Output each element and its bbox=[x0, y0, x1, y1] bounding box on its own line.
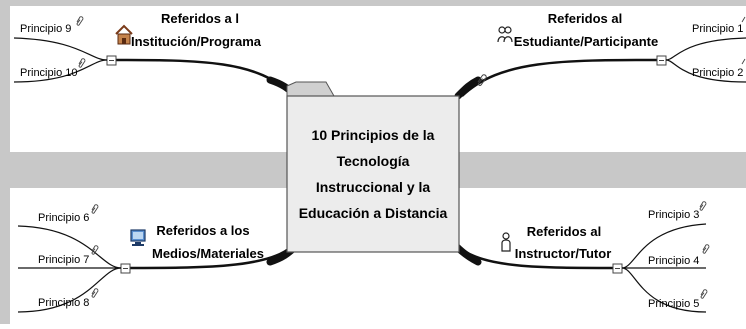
branch-estudiante-line-1: Referidos al bbox=[548, 11, 622, 26]
topic-principio-8[interactable]: Principio 8 bbox=[38, 288, 99, 309]
topic-line-principio-5 bbox=[621, 267, 707, 313]
attachment-icon bbox=[741, 16, 746, 23]
person-icon bbox=[501, 232, 511, 252]
central-line-3: Instruccional y la bbox=[316, 179, 431, 195]
topic-principio-1[interactable]: Principio 1 bbox=[692, 16, 746, 35]
attachment-icon bbox=[702, 244, 710, 254]
topic-principio-9-label: Principio 9 bbox=[20, 23, 71, 35]
branch-instructor-line-1: Referidos al bbox=[527, 224, 601, 239]
branch-medios-line-1: Referidos a los bbox=[156, 223, 249, 238]
house-icon bbox=[115, 24, 133, 45]
topic-line-principio-2 bbox=[665, 59, 746, 83]
attachment-icon bbox=[741, 58, 746, 65]
topic-principio-7[interactable]: Principio 7 bbox=[38, 245, 99, 266]
topic-principio-2[interactable]: Principio 2 bbox=[692, 58, 746, 79]
topic-principio-3-label: Principio 3 bbox=[648, 209, 699, 221]
branch-medios[interactable]: Referidos a los Medios/Materiales bbox=[120, 223, 264, 274]
branch-estudiante[interactable]: Referidos al Estudiante/Participante bbox=[497, 11, 667, 66]
central-line-1: 10 Principios de la bbox=[312, 127, 435, 143]
attachment-icon bbox=[700, 289, 708, 299]
branch-medios-line-2: Medios/Materiales bbox=[152, 246, 264, 261]
topic-principio-7-label: Principio 7 bbox=[38, 254, 89, 266]
attachment-icon bbox=[78, 58, 86, 68]
topic-principio-4-label: Principio 4 bbox=[648, 255, 699, 267]
topic-principio-6-label: Principio 6 bbox=[38, 212, 89, 224]
topic-principio-2-label: Principio 2 bbox=[692, 67, 743, 79]
topic-line-principio-1 bbox=[665, 37, 746, 61]
topic-principio-1-label: Principio 1 bbox=[692, 23, 743, 35]
central-topic[interactable]: 10 Principios de la Tecnología Instrucci… bbox=[286, 81, 460, 253]
computer-icon bbox=[130, 229, 146, 246]
topic-principio-6[interactable]: Principio 6 bbox=[38, 204, 99, 224]
branch-institucion-line-1: Referidos a l bbox=[161, 11, 239, 26]
topic-line-principio-8 bbox=[17, 267, 122, 313]
attachment-icon bbox=[91, 245, 99, 255]
attachment-icon bbox=[76, 16, 84, 26]
connector-estudiante bbox=[461, 58, 661, 97]
topic-principio-4[interactable]: Principio 4 bbox=[648, 244, 710, 267]
branch-estudiante-line-2: Estudiante/Participante bbox=[514, 34, 658, 49]
topic-line-principio-6 bbox=[17, 225, 122, 269]
topic-principio-8-label: Principio 8 bbox=[38, 297, 89, 309]
central-topic-tab bbox=[286, 81, 335, 97]
topic-line-principio-9 bbox=[13, 37, 108, 61]
connector-institucion bbox=[111, 58, 293, 97]
attachment-icon bbox=[91, 204, 99, 214]
connector-estudiante-thick bbox=[454, 76, 482, 100]
attachment-icon bbox=[477, 74, 487, 86]
central-line-2: Tecnología bbox=[337, 153, 410, 169]
topic-principio-3[interactable]: Principio 3 bbox=[648, 201, 707, 221]
connector-medios bbox=[125, 245, 293, 270]
attachment-icon bbox=[699, 201, 707, 211]
central-line-4: Educación a Distancia bbox=[299, 205, 448, 221]
topic-principio-5[interactable]: Principio 5 bbox=[648, 289, 708, 310]
central-topic-box bbox=[286, 95, 460, 253]
topic-principio-10-label: Principio 10 bbox=[20, 67, 77, 79]
topic-line-principio-3 bbox=[621, 223, 707, 269]
topic-line-principio-10 bbox=[13, 59, 108, 83]
attachment-icon bbox=[91, 288, 99, 298]
topic-principio-5-label: Principio 5 bbox=[648, 298, 699, 310]
people-icon bbox=[497, 26, 513, 43]
branch-instructor[interactable]: Referidos al Instructor/Tutor bbox=[501, 224, 623, 274]
branch-institucion[interactable]: Referidos a l Institución/Programa bbox=[106, 11, 262, 66]
branch-institucion-line-2: Institución/Programa bbox=[131, 34, 262, 49]
branch-instructor-line-2: Instructor/Tutor bbox=[515, 246, 612, 261]
topic-principio-10[interactable]: Principio 10 bbox=[20, 58, 86, 79]
frame-top bbox=[0, 0, 746, 6]
topic-principio-9[interactable]: Principio 9 bbox=[20, 16, 84, 35]
